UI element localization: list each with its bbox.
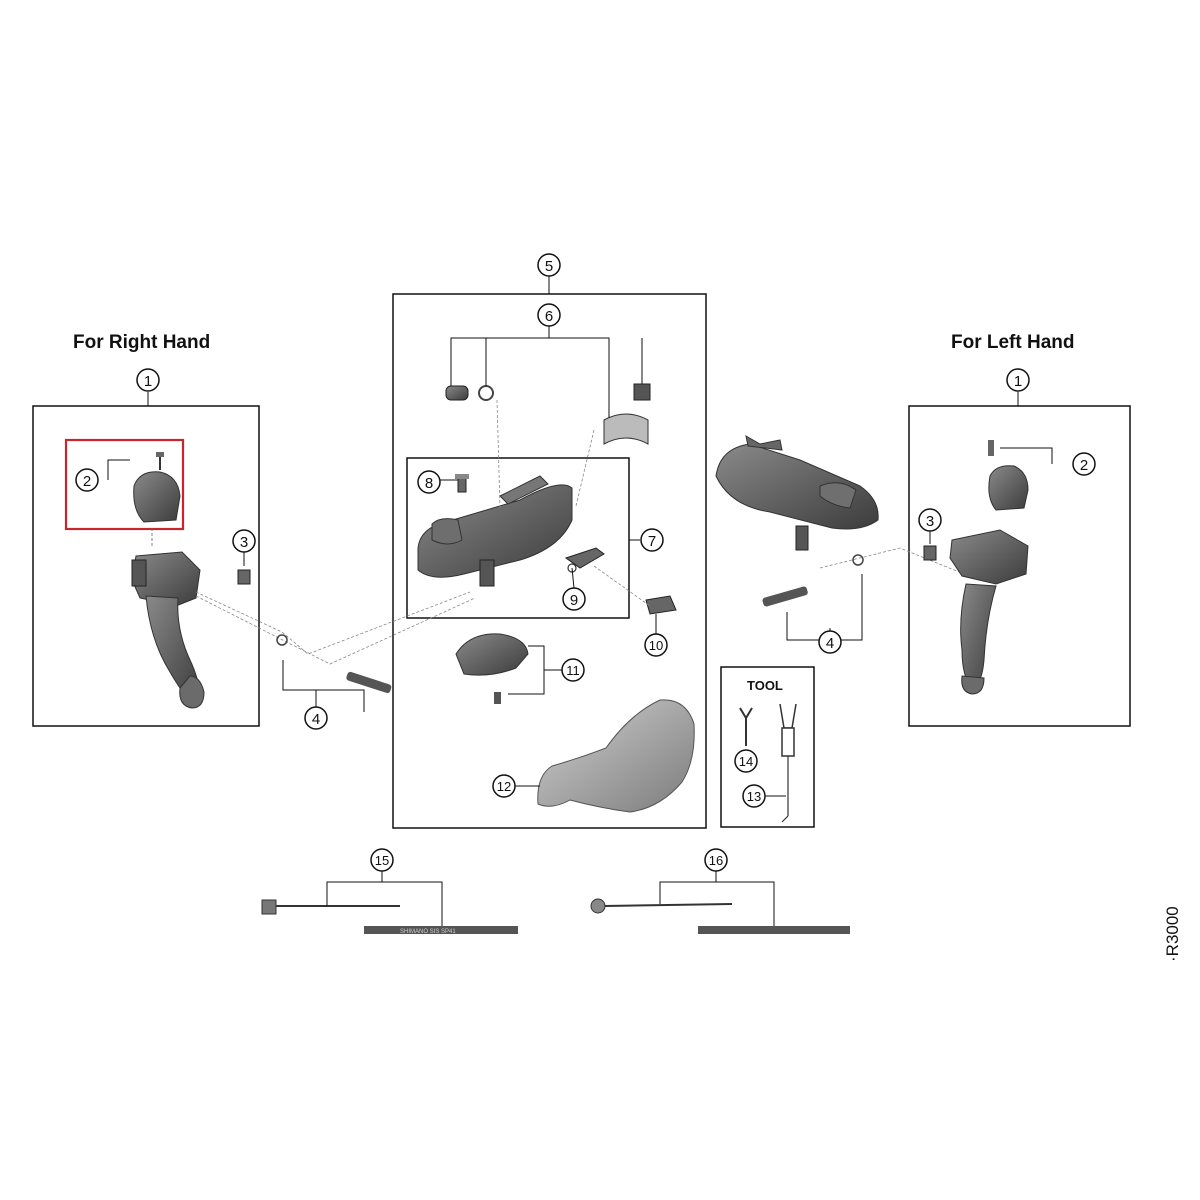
pin-right-icon <box>276 634 392 694</box>
part-10-icon <box>645 595 677 615</box>
callout-1-right: 1 <box>136 368 160 392</box>
bolt-6a-icon <box>445 385 494 401</box>
leader-4-right <box>282 660 365 712</box>
leader-2-right <box>107 459 130 480</box>
svg-text:4: 4 <box>826 635 834 652</box>
tool-frame <box>720 666 815 828</box>
tool-14-icon <box>739 707 753 746</box>
callout-3-right: 3 <box>232 529 256 553</box>
svg-text:5: 5 <box>545 258 553 275</box>
svg-text:9: 9 <box>570 592 578 609</box>
main-body-icon <box>417 475 573 587</box>
callout-6: 6 <box>537 303 561 327</box>
svg-text:11: 11 <box>566 663 580 678</box>
bolt-8-icon <box>455 474 469 493</box>
left-body-icon <box>715 435 879 551</box>
left-lever-icon <box>949 529 1029 695</box>
callout-9: 9 <box>562 587 586 611</box>
svg-text:8: 8 <box>425 475 433 492</box>
cover-11-icon <box>455 633 529 704</box>
cover-left-icon <box>988 440 1029 511</box>
svg-text:16: 16 <box>709 853 723 868</box>
cable-clip-left-icon <box>923 545 937 561</box>
svg-text:12: 12 <box>497 779 511 794</box>
svg-text:2: 2 <box>1080 457 1088 474</box>
svg-text:2: 2 <box>83 473 91 490</box>
clamp-6-icon <box>603 383 651 445</box>
svg-text:15: 15 <box>375 853 389 868</box>
callout-12: 12 <box>492 774 516 798</box>
callout-7: 7 <box>640 528 664 552</box>
callout-4-left: 4 <box>818 630 842 654</box>
svg-text:3: 3 <box>240 534 248 551</box>
svg-text:1: 1 <box>144 373 152 390</box>
right-lever-icon <box>131 551 205 709</box>
svg-text:7: 7 <box>648 533 656 550</box>
heading-right-hand: For Right Hand <box>73 332 211 353</box>
svg-text:3: 3 <box>926 513 934 530</box>
svg-text:10: 10 <box>649 638 663 653</box>
callout-14: 14 <box>734 749 758 773</box>
svg-text:14: 14 <box>739 754 753 769</box>
callout-1-left: 1 <box>1006 368 1030 392</box>
callout-11: 11 <box>561 658 585 682</box>
heading-left-hand: For Left Hand <box>951 332 1075 353</box>
callout-5: 5 <box>537 253 561 277</box>
pin-left-icon <box>762 554 864 607</box>
cable-16-icon <box>590 898 850 934</box>
cover-right-icon <box>133 452 181 523</box>
callout-13: 13 <box>742 784 766 808</box>
highlight-box <box>64 438 185 531</box>
cable-clip-right-icon <box>237 569 251 585</box>
svg-text:4: 4 <box>312 711 320 728</box>
callout-8: 8 <box>417 470 441 494</box>
callout-15: 15 <box>370 848 394 872</box>
cable-15-print: SHIMANO SIS SP41 <box>400 929 456 935</box>
callout-16: 16 <box>704 848 728 872</box>
svg-text:1: 1 <box>1014 373 1022 390</box>
tool-label: TOOL <box>747 678 783 693</box>
set-7-frame <box>406 457 630 619</box>
right-hand-frame <box>32 405 260 727</box>
svg-text:13: 13 <box>747 789 761 804</box>
callout-3-left: 3 <box>918 508 942 532</box>
cable-15-icon: SHIMANO SIS SP41 <box>261 899 518 935</box>
callout-2-left: 2 <box>1072 452 1096 476</box>
left-hand-frame <box>908 405 1131 727</box>
hood-12-icon <box>537 699 695 813</box>
callout-10: 10 <box>644 633 668 657</box>
callout-4-right: 4 <box>304 706 328 730</box>
svg-text:6: 6 <box>545 308 553 325</box>
callout-2-right: 2 <box>75 468 99 492</box>
tool-13-icon <box>779 703 797 823</box>
